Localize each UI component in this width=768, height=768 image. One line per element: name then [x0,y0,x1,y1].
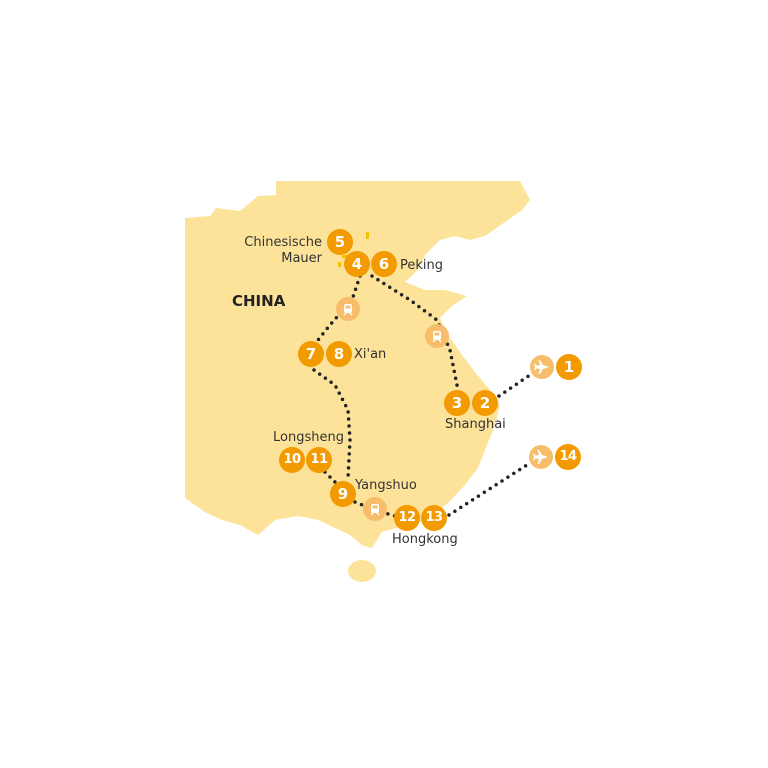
hainan-island [348,560,376,582]
label-hongkong: Hongkong [392,532,458,547]
train-icon [363,497,387,521]
route-longsheng-yangshuo [323,470,337,484]
stop-5[interactable]: 5 [327,229,353,255]
stop-13[interactable]: 13 [421,505,447,531]
label-xian: Xi'an [354,347,387,362]
train-icon [336,297,360,321]
label-yangshuo: Yangshuo [355,478,417,493]
plane-icon [530,355,554,379]
train-icon [425,324,449,348]
stop-6[interactable]: 6 [371,251,397,277]
label-peking: Peking [400,258,444,273]
route-peking-shanghai [370,274,460,392]
stop-3[interactable]: 3 [444,390,470,416]
label-shanghai: Shanghai [445,417,506,432]
stop-12[interactable]: 12 [394,505,420,531]
route-xian-yangshuo [312,368,352,480]
label-longsheng: Longsheng [273,430,344,445]
stop-2[interactable]: 2 [472,390,498,416]
stop-14[interactable]: 14 [555,444,581,470]
label-great-wall-1: Chinesische [244,235,322,250]
stop-10[interactable]: 10 [279,447,305,473]
stop-11[interactable]: 11 [306,447,332,473]
plane-icon [529,445,553,469]
stop-1[interactable]: 1 [556,354,582,380]
route-hongkong-flight [447,461,532,517]
route-shanghai-flight [497,373,532,398]
label-great-wall-2: Mauer [281,251,322,266]
stop-4[interactable]: 4 [344,251,370,277]
country-label: CHINA [232,292,286,310]
china-landmass [185,181,530,548]
stop-8[interactable]: 8 [326,341,352,367]
stop-7[interactable]: 7 [298,341,324,367]
bohai-sea [410,238,462,288]
stop-9[interactable]: 9 [330,481,356,507]
